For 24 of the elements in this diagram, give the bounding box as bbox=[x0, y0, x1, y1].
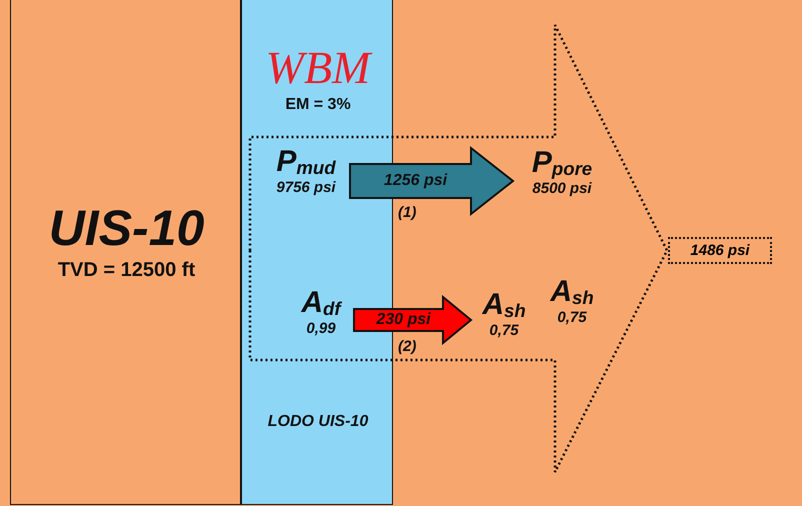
value-box: 1486 psi bbox=[668, 237, 772, 264]
step-number: (1) bbox=[398, 204, 416, 221]
edge-label: 230 psi bbox=[375, 311, 432, 329]
value-text: 8500 psi bbox=[531, 181, 593, 196]
efficiency-text: EM = 3% bbox=[284, 96, 352, 114]
value-text: 9756 psi bbox=[275, 180, 337, 195]
depth-text: TVD = 12500 ft bbox=[56, 259, 196, 282]
mud-name: LODO UIS-10 bbox=[266, 413, 370, 431]
block-arrow bbox=[353, 294, 473, 346]
value-text: 0,99 bbox=[305, 321, 337, 336]
variable-symbol: P$_{pore}$ bbox=[530, 148, 594, 178]
title-text: UIS-10 bbox=[48, 199, 206, 257]
variable-symbol: A$_{sh}$ bbox=[548, 277, 595, 307]
step-number: (2) bbox=[398, 338, 416, 355]
dotted-arrow-outline bbox=[248, 24, 668, 474]
variable-symbol: A$_{df}$ bbox=[300, 288, 343, 318]
value-text: 0,75 bbox=[556, 310, 588, 325]
value-text: 0,75 bbox=[488, 323, 520, 338]
edge-label: 1256 psi bbox=[382, 172, 448, 190]
variable-symbol: A$_{sh}$ bbox=[480, 290, 527, 320]
block-arrow bbox=[349, 146, 515, 216]
panel bbox=[10, 0, 241, 505]
fluid-name: WBM bbox=[264, 41, 374, 94]
variable-symbol: P$_{mud}$ bbox=[275, 147, 337, 177]
